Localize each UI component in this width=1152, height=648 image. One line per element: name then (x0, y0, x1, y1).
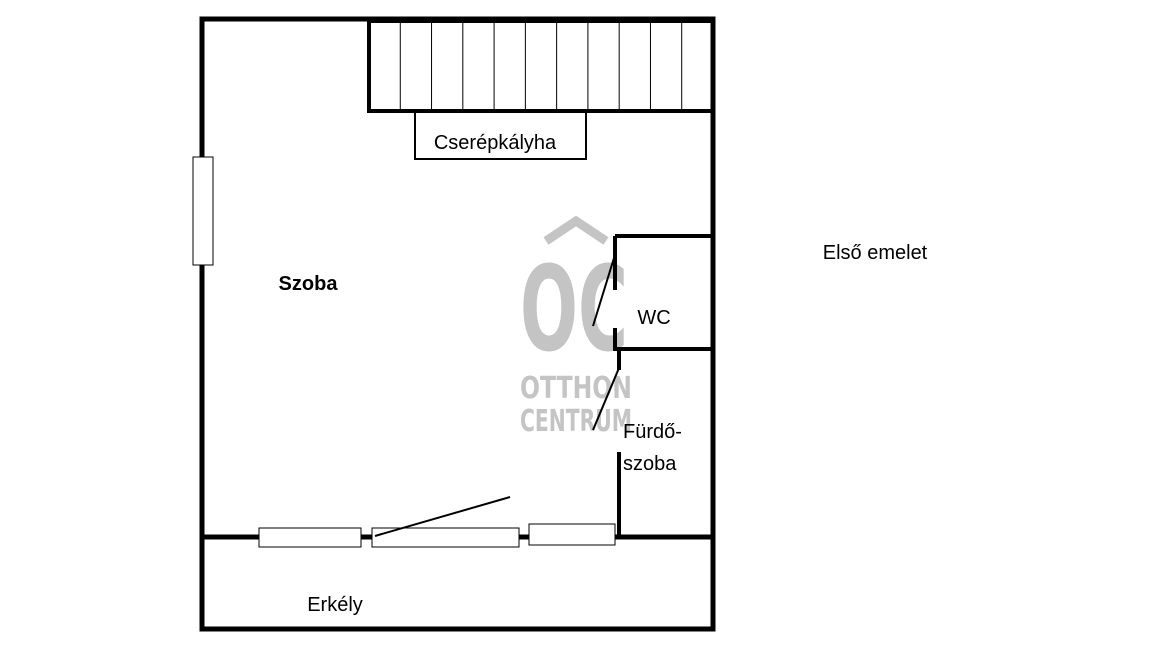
balcony-door-leaf (374, 496, 511, 537)
room-label-stove: Cserépkályha (434, 132, 557, 154)
watermark-roof-icon (543, 215, 609, 245)
window-left (192, 156, 214, 266)
room-label-living: Szoba (279, 273, 339, 295)
room-label-bathroom-2: szoba (623, 453, 677, 475)
room-label-bathroom-1: Fürdő- (623, 421, 682, 443)
wc-door-leaf (592, 257, 615, 327)
watermark-line1: OTTHON (520, 371, 632, 406)
watermark-line2: CENTRUM (520, 404, 632, 439)
bathroom-door-leaf (592, 367, 620, 431)
floor-label: Első emelet (823, 242, 928, 264)
watermark-monogram: OC (520, 240, 628, 378)
staircase-outline (367, 19, 715, 113)
balcony-window-2 (528, 523, 616, 546)
room-label-wc: WC (637, 307, 670, 329)
wc-walls (613, 234, 713, 351)
balcony-door (371, 527, 520, 548)
balcony-window-1 (258, 527, 362, 548)
tile-stove (414, 110, 587, 160)
staircase (367, 19, 715, 113)
stair-steps (399, 21, 683, 111)
room-label-balcony: Erkély (307, 594, 363, 616)
watermark-logo: OC OTTHON CENTRUM (520, 215, 632, 439)
